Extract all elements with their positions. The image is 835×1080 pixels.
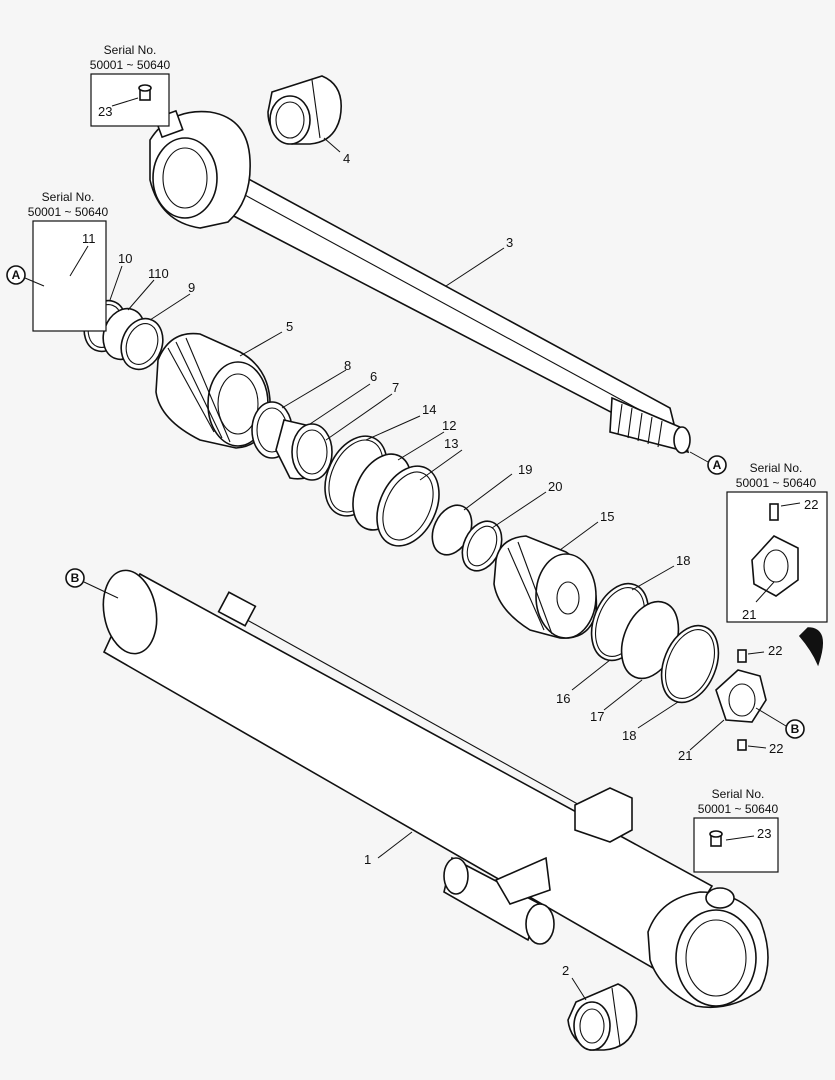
label-23: 23	[98, 104, 112, 119]
label-18-upper: 18	[676, 553, 690, 568]
label-8: 8	[344, 358, 351, 373]
label-21: 21	[678, 748, 692, 763]
cylinder-tube	[102, 569, 769, 1009]
serial-note-box-right: Serial No. 50001 ~ 50640	[726, 461, 828, 667]
serial-note-range: 50001 ~ 50640	[28, 205, 109, 219]
label-5: 5	[286, 319, 293, 334]
lock-nut	[715, 649, 767, 751]
serial-note-range: 50001 ~ 50640	[736, 476, 817, 490]
rod-cover-5	[155, 332, 271, 449]
bushing-2	[567, 983, 638, 1051]
ref-b-left: B	[65, 568, 119, 599]
label-22-bottom: 22	[769, 741, 783, 756]
leader-lines	[69, 97, 801, 1001]
label-18-lower: 18	[622, 728, 636, 743]
serial-note-range: 50001 ~ 50640	[698, 802, 779, 816]
serial-note-box-left: Serial No. 50001 ~ 50640	[28, 190, 109, 332]
svg-text:A: A	[12, 268, 21, 282]
svg-text:A: A	[713, 458, 722, 472]
rings-8-6-7	[251, 401, 333, 481]
label-12: 12	[442, 418, 456, 433]
label-21-box: 21	[742, 607, 756, 622]
serial-note-box-bottom: Serial No. 50001 ~ 50640	[693, 787, 779, 873]
label-7: 7	[392, 380, 399, 395]
label-14: 14	[422, 402, 436, 417]
svg-text:B: B	[71, 571, 80, 585]
label-17: 17	[590, 709, 604, 724]
label-1: 1	[364, 852, 371, 867]
label-22-top: 22	[768, 643, 782, 658]
rings-14-12-13	[324, 435, 440, 547]
serial-note-range: 50001 ~ 50640	[90, 58, 171, 72]
label-15: 15	[600, 509, 614, 524]
bushing-4	[267, 75, 342, 145]
label-23-bottom: 23	[757, 826, 771, 841]
serial-note-label: Serial No.	[42, 190, 95, 204]
ref-a-right: A	[689, 451, 727, 475]
rings-16-17-18	[590, 582, 720, 704]
serial-note-label: Serial No.	[104, 43, 157, 57]
label-13: 13	[444, 436, 458, 451]
svg-text:B: B	[791, 722, 800, 736]
ref-b-right: B	[755, 707, 805, 739]
ref-a-left: A	[6, 265, 45, 287]
label-11: 11	[82, 231, 96, 246]
label-16: 16	[556, 691, 570, 706]
label-2: 2	[562, 963, 569, 978]
piston-15	[493, 535, 598, 639]
serial-note-label: Serial No.	[750, 461, 803, 475]
rod-eye	[149, 109, 251, 229]
label-9: 9	[188, 280, 195, 295]
label-110: 110	[148, 266, 169, 281]
label-19: 19	[518, 462, 532, 477]
label-4: 4	[343, 151, 350, 166]
label-6: 6	[370, 369, 377, 384]
piston-rod	[225, 168, 691, 454]
serial-note-label: Serial No.	[712, 787, 765, 801]
part-labels: 23 4 3 11 10 110 9 5 8 6 7 14 12 13 19 2…	[82, 104, 818, 978]
label-22-box: 22	[804, 497, 818, 512]
label-20: 20	[548, 479, 562, 494]
label-10: 10	[118, 251, 132, 266]
label-3: 3	[506, 235, 513, 250]
